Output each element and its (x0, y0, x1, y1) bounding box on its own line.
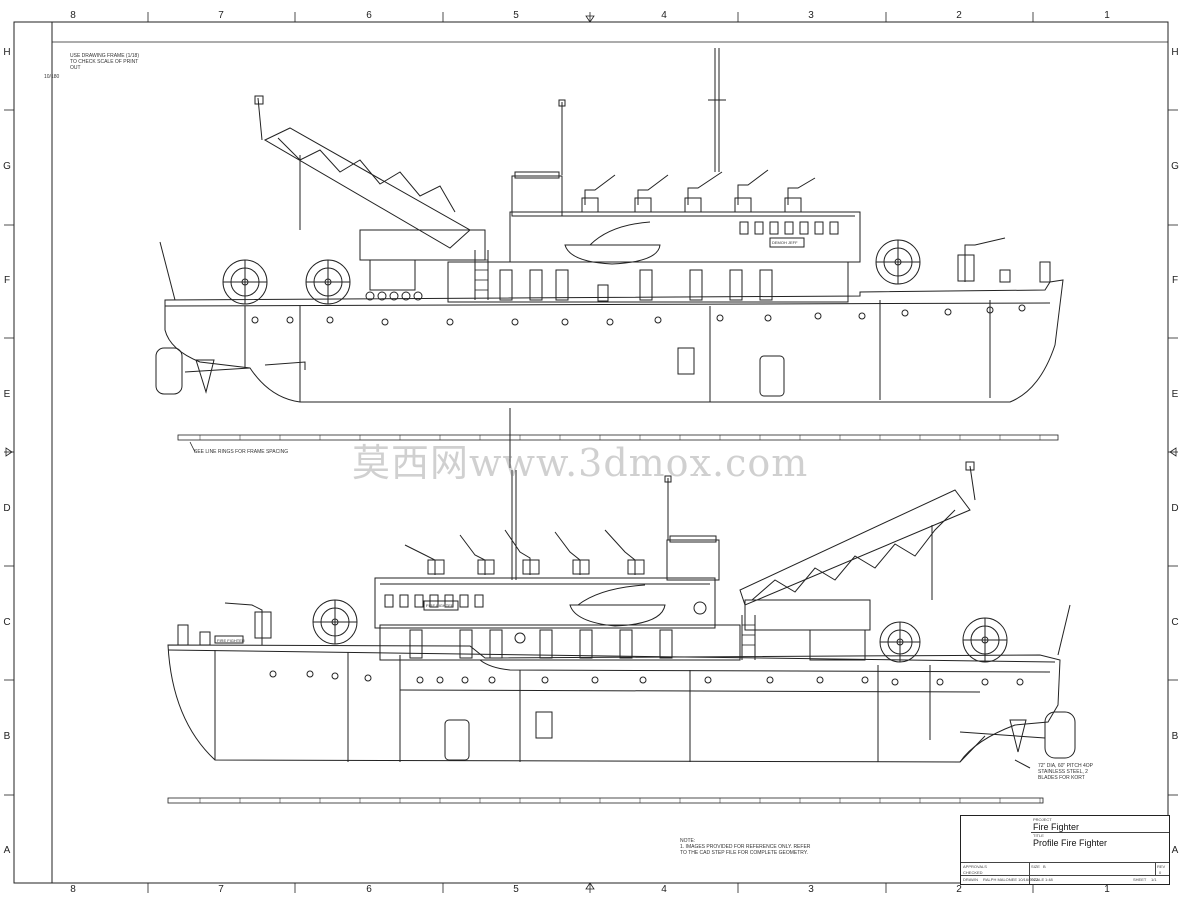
tb-scale-value: 1:48 (1045, 877, 1053, 882)
tb-sheet-value: 1/1 (1151, 877, 1157, 882)
zone-row-e-right: E (1171, 389, 1179, 400)
tb-title-row: TITLE Profile Fire Fighter (1031, 832, 1169, 863)
zone-row-a-left: A (3, 845, 11, 856)
zone-col-7-top: 7 (218, 10, 224, 21)
zone-row-b-right: B (1171, 731, 1179, 742)
zone-row-f-right: F (1171, 275, 1179, 286)
frame-spacing-note: SEE LINE RINGS FOR FRAME SPACING (194, 449, 289, 455)
frame-label: 10/180 (44, 74, 60, 80)
lower-bow-nameplate: FIRE FIGHTER (217, 638, 245, 643)
tb-title-caption: TITLE (1033, 833, 1044, 838)
tb-drawn-caption: DRAWN (963, 877, 978, 882)
upper-nameplate: DEMOH JEFF (772, 240, 798, 245)
zone-col-1-top: 1 (1104, 10, 1110, 21)
zone-col-3-top: 3 (808, 10, 814, 21)
propeller-note: 72" DIA, 60" PITCH 4OP STAINLESS STEEL, … (1038, 763, 1093, 781)
tb-size-value: B (1043, 864, 1046, 869)
upper-frame-scale (177, 434, 1059, 453)
zone-col-6-top: 6 (366, 10, 372, 21)
tb-rev-caption: REV (1157, 864, 1166, 869)
zone-col-7-bottom: 7 (218, 884, 224, 895)
zone-col-6-bottom: 6 (366, 884, 372, 895)
zone-col-2-bottom: 2 (956, 884, 962, 895)
reference-note-body: 1. IMAGES PROVIDED FOR REFERENCE ONLY. R… (680, 844, 811, 856)
zone-col-2-top: 2 (956, 10, 962, 21)
tb-checked-caption: CHECKED (963, 870, 983, 875)
tb-project-row: PROJECT Fire Fighter (1031, 816, 1169, 833)
upper-vessel-profile (155, 48, 1064, 403)
tb-scale-caption: SCALE (1031, 877, 1045, 882)
zone-row-c-right: C (1171, 617, 1179, 628)
zone-row-f-left: F (3, 275, 11, 286)
reference-note-title: NOTE: (680, 838, 696, 844)
tb-size-caption: SIZE (1031, 864, 1040, 869)
zone-row-c-left: C (3, 617, 11, 628)
lower-vessel-profile (167, 461, 1076, 769)
tb-project-value: Fire Fighter (1033, 822, 1080, 832)
zone-row-d-left: D (3, 503, 11, 514)
zone-col-5-top: 5 (513, 10, 519, 21)
zone-row-d-right: D (1171, 503, 1179, 514)
scale-check-note: USE DRAWING FRAME (1/18) TO CHECK SCALE … (70, 53, 139, 71)
zone-col-5-bottom: 5 (513, 884, 519, 895)
zone-row-a-right: A (1171, 845, 1179, 856)
watermark-text: 莫西网www.3dmox.com (352, 441, 809, 485)
zone-col-4-bottom: 4 (661, 884, 667, 895)
tb-sheet-caption: SHEET (1133, 877, 1147, 882)
tb-drawn-by: Ralph Malonee 10/16/2022 (983, 877, 1039, 882)
zone-row-b-left: B (3, 731, 11, 742)
tb-approved-caption: APPROVALS (963, 864, 987, 869)
title-block: PROJECT Fire Fighter TITLE Profile Fire … (960, 815, 1170, 885)
zone-col-3-bottom: 3 (808, 884, 814, 895)
zone-col-1-bottom: 1 (1104, 884, 1110, 895)
zone-col-4-top: 4 (661, 10, 667, 21)
lower-frame-scale (167, 797, 1044, 804)
zone-col-8-top: 8 (70, 10, 76, 21)
zone-row-h-left: H (3, 47, 11, 58)
zone-row-e-left: E (3, 389, 11, 400)
tb-project-caption: PROJECT (1033, 817, 1052, 822)
tb-rev-value: 0 (1159, 870, 1162, 875)
zone-row-g-right: G (1171, 161, 1179, 172)
lower-nameplate: FIRE FIGHTER (426, 603, 454, 608)
tb-title-value: Profile Fire Fighter (1033, 838, 1108, 848)
zone-row-g-left: G (3, 161, 11, 172)
zone-row-h-right: H (1171, 47, 1179, 58)
zone-col-8-bottom: 8 (70, 884, 76, 895)
